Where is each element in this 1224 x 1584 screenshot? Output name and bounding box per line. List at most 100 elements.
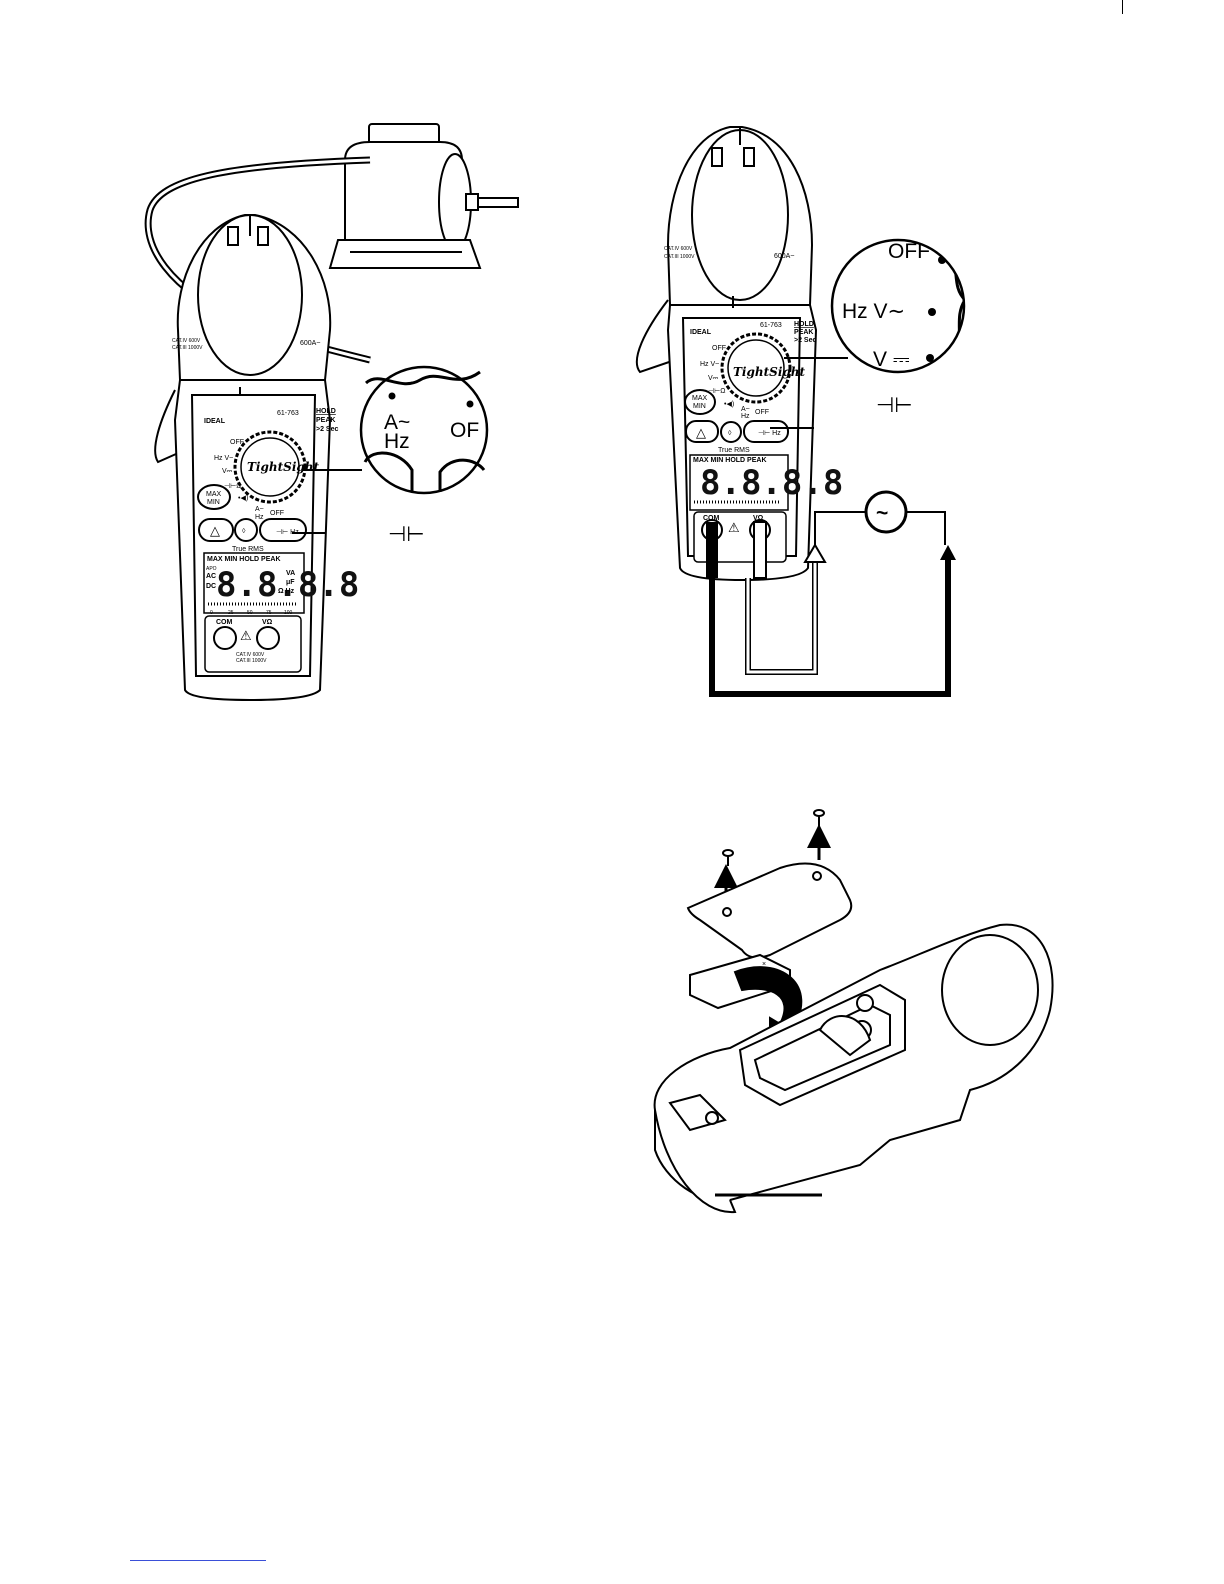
fig1-dial-aac: A~	[255, 506, 264, 513]
fig1-vohm-label: VΩ	[262, 619, 273, 626]
fig2-jaw-rating: 600A~	[774, 253, 794, 260]
fig2-relative-button[interactable]	[685, 420, 719, 443]
fig2-lcd-display: MAX MIN HOLD PEAK 8.8.8.8	[689, 454, 843, 511]
fig1-dc-label: DC	[206, 583, 216, 590]
fig1-tick-0: 0	[210, 610, 213, 616]
fig1-rotary-dial[interactable]: TightSight	[233, 430, 319, 504]
fig2-zoom-off: OFF	[888, 240, 930, 263]
fig2-dial-aac: A~	[741, 406, 750, 413]
fig1-tick-75: 75	[266, 610, 272, 616]
ac-sine-icon: ~	[876, 502, 888, 525]
fig2-vohm-label: VΩ	[753, 515, 764, 522]
fig1-beep-icon: •◀)	[238, 495, 248, 502]
fig1-peak-label: PEAK	[316, 417, 335, 424]
figure3-battery-replacement: ×	[653, 809, 1054, 1214]
fig2-dial-hz-vac: Hz V~	[700, 361, 719, 368]
fig2-backlight-button[interactable]	[720, 421, 742, 443]
fig1-cap-hz-icon: ⊣⊢ Hz	[276, 529, 299, 536]
fig2-button-row	[685, 420, 789, 443]
fig2-zoom-callout: OFF Hz V∼ V ⎓	[830, 238, 966, 374]
fig1-hold-label: HOLD	[316, 408, 336, 415]
fig2-dial-brand: TightSight	[733, 365, 805, 379]
fig2-rotary-dial[interactable]: TightSight	[720, 332, 805, 404]
fig1-button-row	[198, 518, 307, 542]
fig2-dial-off-2: OFF	[755, 409, 769, 416]
figure2-voltage-illustration: CAT.IV 600V CAT.III 1000V 600A~ 61-763 I…	[635, 126, 966, 697]
fig1-dial-brand: TightSight	[247, 460, 319, 474]
fig2-clamp-jaws	[635, 126, 814, 374]
fig2-warning-icon: ⚠	[728, 520, 740, 535]
fig1-lcd-display: MAX MIN HOLD PEAK APO AC DC 8.8.8.8 VA μ…	[203, 552, 359, 614]
fig1-capacitor-symbol: ⊣⊢	[388, 523, 425, 546]
fig2-dial-hz: Hz	[741, 413, 750, 420]
fig2-beep-icon: •◀)	[724, 401, 734, 408]
fig2-ac-source: ~	[814, 490, 946, 545]
fig1-tick-50: 50	[247, 610, 253, 616]
fig1-delta-icon: △	[210, 523, 220, 538]
fig2-capacitor-symbol: ⊣⊢	[876, 394, 913, 417]
fig1-dial-hz-vac: Hz V~	[214, 455, 233, 462]
fig2-hold-label: HOLD	[794, 321, 814, 328]
fig1-dial-cap-ohm: ⊣⊢Ω	[224, 483, 241, 490]
fig1-zoom-hz: Hz	[384, 430, 410, 453]
fig1-vohm-jack[interactable]	[256, 626, 280, 650]
fig2-min-label: MIN	[693, 403, 706, 410]
fig2-com-label: COM	[703, 515, 720, 522]
fig2-true-rms: True RMS	[718, 447, 750, 454]
fig2-display-header: MAX MIN HOLD PEAK	[693, 457, 767, 464]
fig1-tick-100: 100	[284, 610, 293, 616]
fig1-tick-25: 25	[228, 610, 234, 616]
fig1-ac-label: AC	[206, 573, 216, 580]
fig1-unit-ohm-hz: Ω Hz	[278, 588, 295, 595]
fig1-min-label: MIN	[207, 499, 220, 506]
fig1-jack-cat-rating-2: CAT.III 1000V	[236, 658, 267, 664]
fig1-dial-off: OFF	[230, 439, 244, 446]
fig1-model-label: 61-763	[277, 410, 299, 417]
fig1-warning-icon: ⚠	[240, 628, 252, 643]
fig2-mode-button[interactable]	[743, 420, 789, 443]
fig1-apo-label: APO	[206, 566, 217, 572]
motor-icon	[328, 123, 519, 269]
fig2-light-icon: ◊	[728, 430, 732, 437]
fig1-maxmin-button[interactable]: MAX MIN	[197, 484, 231, 510]
fig1-zoom-off: OF	[450, 419, 479, 442]
fig1-cat-rating-2: CAT.III 1000V	[172, 345, 203, 351]
fig1-dial-hz: Hz	[255, 514, 264, 521]
fig1-dial-vdc: V⎓	[222, 468, 233, 475]
fig1-dial-off-2: OFF	[270, 510, 284, 517]
fig1-light-icon: ◊	[242, 528, 246, 535]
fig2-model-label: 61-763	[760, 322, 782, 329]
fig2-red-test-lead	[745, 521, 827, 675]
battery-cover	[686, 862, 853, 959]
fig2-black-test-lead	[706, 522, 956, 697]
fig1-relative-button[interactable]	[198, 518, 234, 542]
fig1-unit-va: VA	[286, 570, 295, 577]
fig2-lcd-digits: 8.8.8.8	[700, 463, 843, 503]
fig1-brand-logo: IDEAL	[204, 418, 226, 425]
fig1-mode-button[interactable]	[259, 518, 307, 542]
figure1-motor-illustration: CAT.IV 600V CAT.III 1000V 600A~ 61-763 I…	[144, 123, 519, 702]
fig1-lcd-digits: 8.8.8.8	[216, 565, 359, 605]
fig1-com-jack[interactable]	[213, 626, 237, 650]
footer-link-underline	[130, 1560, 266, 1561]
fig2-peak-duration: >2 Sec	[794, 337, 816, 344]
screw-icon	[722, 809, 825, 866]
fig1-input-jacks	[204, 615, 302, 673]
fig1-max-label: MAX	[206, 491, 222, 498]
fig1-jaw-rating: 600A~	[300, 340, 320, 347]
fig2-cat-rating-2: CAT.III 1000V	[664, 254, 695, 260]
fig1-zoom-aac: A~	[384, 411, 410, 434]
fig2-maxmin-button[interactable]: MAX MIN	[684, 389, 716, 415]
fig2-cap-hz-icon: ⊣⊢ Hz	[758, 430, 781, 437]
fig1-zoom-callout: A~ Hz OF	[359, 365, 489, 495]
fig2-cat-rating-1: CAT.IV 600V	[664, 246, 693, 252]
fig2-dial-cap-ohm: ⊣⊢Ω	[708, 388, 725, 395]
fig1-display-header: MAX MIN HOLD PEAK	[207, 556, 281, 563]
fig1-backlight-button[interactable]	[234, 518, 258, 542]
fig2-zoom-vdc: V ⎓	[873, 348, 910, 371]
fig2-dial-vdc: V⎓	[708, 375, 719, 382]
clamp-jaws	[154, 214, 332, 464]
fig2-dial-off: OFF	[712, 345, 726, 352]
top-margin-rule	[1122, 0, 1123, 14]
